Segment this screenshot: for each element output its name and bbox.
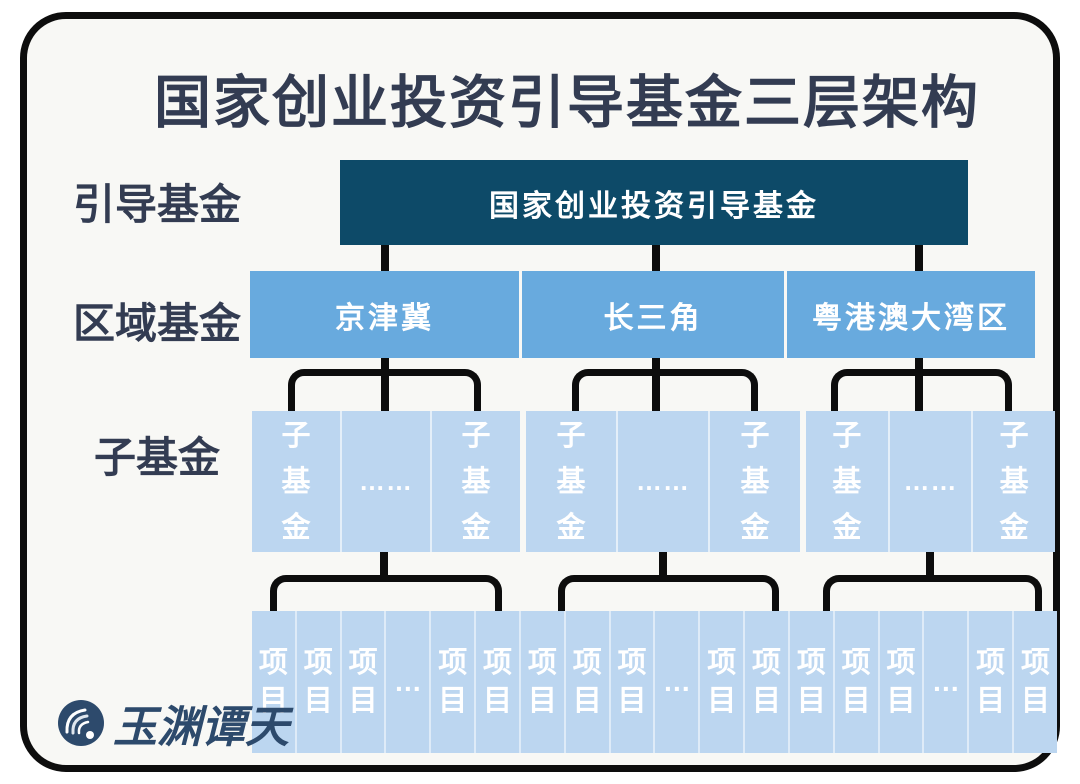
project-text: 项目 [976, 647, 1006, 717]
bracket-connector [270, 575, 502, 611]
project-text: 项目 [886, 647, 916, 717]
connector-stem [381, 245, 389, 271]
ellipsis-text: … [931, 666, 960, 697]
project-ellipsis-column: … [653, 611, 698, 753]
project-text: 项目 [617, 647, 647, 717]
connector-stem [915, 358, 923, 411]
connector-stem [381, 358, 389, 411]
sub-fund-cell: 子基金 [971, 411, 1055, 552]
sub-fund-text: 子基金 [740, 419, 770, 544]
project-column: 项目 [339, 611, 385, 753]
project-column: 项目 [518, 611, 564, 753]
connector-stem [926, 552, 934, 579]
page-title: 国家创业投资引导基金三层架构 [154, 71, 980, 135]
project-column: 项目 [294, 611, 340, 753]
project-text: 项目 [1020, 647, 1050, 717]
tier-label-sub-fund: 子基金 [93, 434, 220, 481]
bracket-connector [823, 575, 1042, 611]
connector-stem [659, 552, 667, 579]
sub-fund-text: 子基金 [832, 419, 862, 544]
project-ellipsis-column: … [922, 611, 967, 753]
sub-fund-text: 子基金 [461, 419, 491, 544]
connector-stem [652, 358, 660, 411]
sub-fund-group: 子基金 …… 子基金 [526, 411, 800, 552]
sub-fund-text: 子基金 [281, 419, 311, 544]
project-text: 项目 [841, 647, 871, 717]
sub-fund-group: 子基金 …… 子基金 [806, 411, 1055, 552]
regional-node-greater-bay-area: 粤港澳大湾区 [787, 271, 1035, 358]
project-text: 项目 [483, 647, 513, 717]
sub-fund-ellipsis-cell: …… [340, 411, 430, 552]
ellipsis-text: …… [636, 466, 690, 496]
tier-label-guide-fund: 引导基金 [72, 181, 241, 228]
brand-logo-text: 玉渊谭天 [113, 703, 289, 752]
ellipsis-text: … [393, 666, 422, 697]
sub-fund-ellipsis-cell: …… [616, 411, 708, 552]
project-column: 项目 [698, 611, 743, 753]
sub-fund-cell: 子基金 [430, 411, 520, 552]
connector-stem [380, 552, 388, 579]
project-text: 项目 [258, 647, 288, 717]
project-text: 项目 [752, 647, 782, 717]
bracket-connector [558, 575, 779, 611]
sub-fund-cell: 子基金 [526, 411, 616, 552]
project-column: 项目 [743, 611, 788, 753]
project-column: 项目 [832, 611, 878, 753]
project-column: 项目 [967, 611, 1012, 753]
project-text: 项目 [796, 647, 826, 717]
project-ellipsis-column: … [384, 611, 429, 753]
project-text: 项目 [572, 647, 602, 717]
sub-fund-text: 子基金 [999, 419, 1029, 544]
project-column: 项目 [563, 611, 609, 753]
project-text: 项目 [303, 647, 333, 717]
wave-swirl-icon [58, 700, 104, 746]
sub-fund-ellipsis-cell: …… [887, 411, 972, 552]
project-band: 项目 项目 项目 … 项目 项目 项目 项目 项目 … 项目 项目 项目 项目 … [252, 611, 1057, 753]
sub-fund-cell: 子基金 [708, 411, 800, 552]
project-column: 项目 [252, 611, 295, 753]
sub-fund-cell: 子基金 [806, 411, 888, 552]
sub-fund-cell: 子基金 [252, 411, 340, 552]
connector-stem [915, 245, 923, 271]
regional-node-jingjinji: 京津冀 [250, 271, 519, 358]
regional-node-yangtze-delta: 长三角 [522, 271, 784, 358]
project-text: 项目 [707, 647, 737, 717]
sub-fund-group: 子基金 …… 子基金 [252, 411, 520, 552]
project-text: 项目 [438, 647, 468, 717]
project-column: 项目 [787, 611, 833, 753]
project-column: 项目 [474, 611, 519, 753]
guide-fund-node: 国家创业投资引导基金 [340, 160, 968, 245]
project-column: 项目 [429, 611, 474, 753]
fund-architecture-card: 国家创业投资引导基金三层架构 引导基金 区域基金 子基金 国家创业投资引导基金 … [20, 12, 1060, 772]
project-text: 项目 [527, 647, 557, 717]
project-column: 项目 [1012, 611, 1057, 753]
ellipsis-text: …… [359, 466, 413, 496]
brand-logo: 玉渊谭天 [57, 691, 289, 755]
project-column: 项目 [877, 611, 923, 753]
project-column: 项目 [608, 611, 654, 753]
sub-fund-text: 子基金 [556, 419, 586, 544]
ellipsis-text: …… [903, 466, 958, 496]
project-text: 项目 [348, 647, 378, 717]
tier-label-regional-fund: 区域基金 [72, 300, 241, 347]
connector-stem [652, 245, 660, 271]
ellipsis-text: … [662, 666, 691, 697]
bracket-connector [572, 369, 758, 411]
